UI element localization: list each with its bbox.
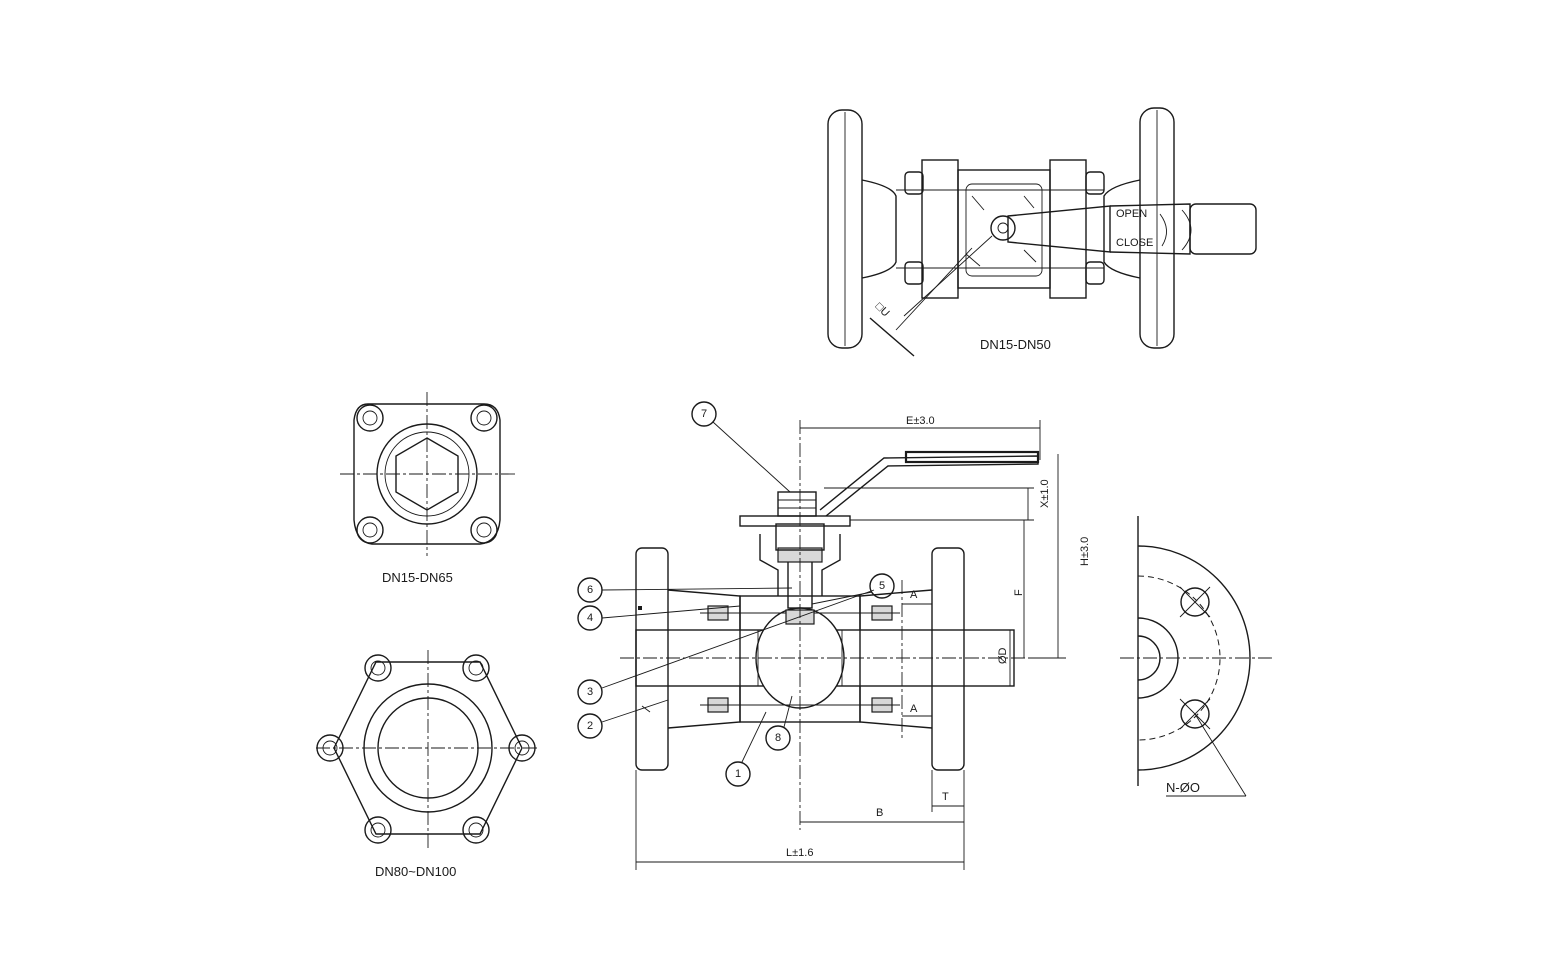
top-view-label: DN15-DN50	[980, 337, 1051, 352]
svg-text:7: 7	[701, 408, 707, 420]
svg-text:8: 8	[775, 732, 781, 744]
dim-b: B	[876, 807, 883, 819]
dim-n-oo: N-ØO	[1166, 780, 1200, 795]
front-large-label: DN80~DN100	[375, 864, 456, 879]
square-u-label: □U	[873, 301, 892, 320]
dim-a-bottom: A	[910, 703, 918, 715]
balloon-6: 6	[577, 577, 793, 603]
dim-h: H±3.0	[1079, 537, 1091, 566]
svg-text:5: 5	[879, 580, 885, 592]
top-view: OPEN CLOSE □U DN15-DN50	[827, 107, 1257, 357]
balloon-8: 8	[765, 695, 793, 751]
balloon-3: 3	[577, 589, 875, 705]
close-label: CLOSE	[1116, 237, 1153, 249]
front-small-label: DN15-DN65	[382, 570, 453, 585]
open-label: OPEN	[1116, 208, 1147, 220]
large-flange-bolts	[316, 654, 536, 844]
dim-a-top: A	[910, 589, 918, 601]
dim-l: L±1.6	[786, 847, 813, 859]
svg-text:4: 4	[587, 612, 593, 624]
dim-x: X±1.0	[1039, 479, 1051, 508]
svg-text:6: 6	[587, 584, 593, 596]
dim-e: E±3.0	[906, 415, 935, 427]
dim-t: T	[942, 791, 949, 803]
top-bolts	[896, 171, 1105, 285]
dim-od: ØD	[997, 647, 1009, 664]
balloon-7: 7	[691, 401, 791, 493]
dim-f: F	[1013, 589, 1025, 596]
small-flange-bolts	[356, 404, 498, 544]
svg-text:1: 1	[735, 768, 741, 780]
section-view: A A	[620, 420, 1040, 830]
part-balloons: 7 6 5 4 3 2 8	[577, 401, 895, 787]
flange-side-view: N-ØO	[1120, 516, 1272, 797]
balloon-1: 1	[725, 711, 767, 787]
front-view-small: DN15-DN65	[340, 392, 516, 585]
balloon-5: 5	[811, 573, 895, 605]
balloon-4: 4	[577, 605, 741, 631]
svg-text:2: 2	[587, 720, 593, 732]
svg-text:3: 3	[587, 686, 593, 698]
dimension-lines: E±3.0 X±1.0 H±3.0 F ØD T B L±1.6	[635, 415, 1091, 870]
balloon-2: 2	[577, 699, 669, 739]
front-view-large: DN80~DN100	[316, 650, 540, 879]
